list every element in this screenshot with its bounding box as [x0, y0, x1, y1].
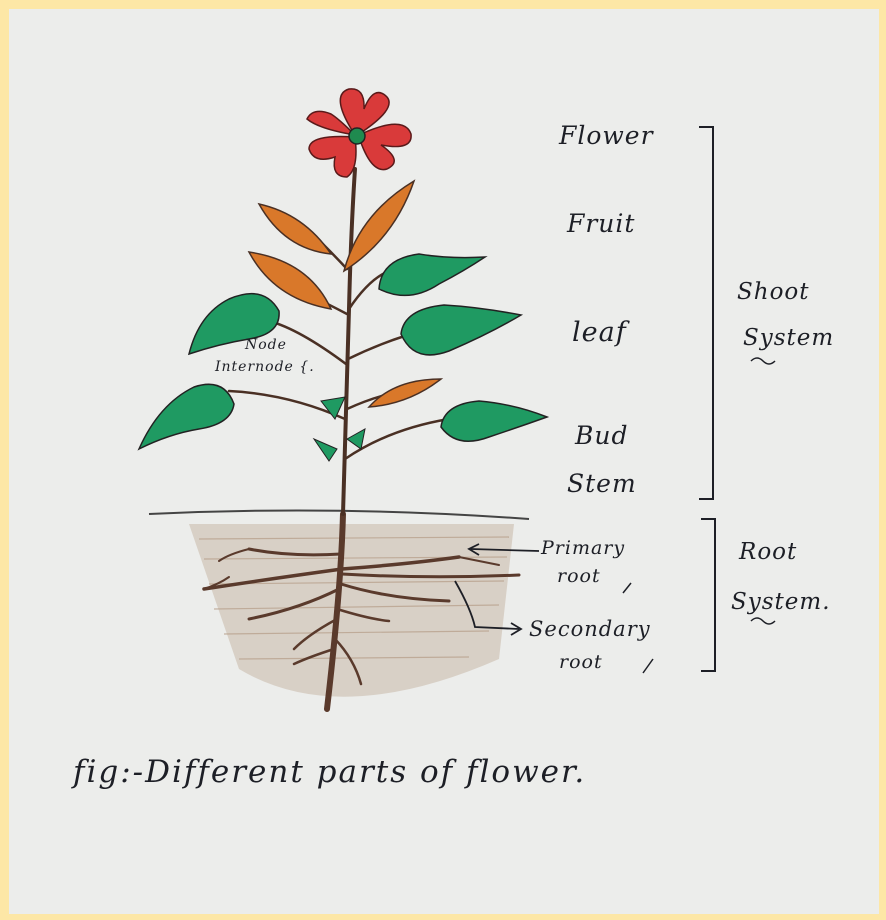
label-secondary-root-line1: Secondary — [529, 617, 651, 641]
green-leaf-4 — [139, 384, 234, 449]
label-stem: Stem — [567, 469, 637, 498]
green-leaf-3 — [401, 305, 521, 355]
label-fruit: Fruit — [567, 209, 635, 238]
label-primary-root-line1: Primary — [541, 537, 625, 559]
label-shoot-system-line1: Shoot — [737, 279, 810, 305]
bud-left — [321, 397, 345, 419]
orange-leaf-1 — [259, 204, 331, 254]
orange-leaf-4 — [369, 379, 441, 407]
label-secondary-root-line2: root — [559, 651, 603, 673]
label-internode: Internode {. — [215, 359, 315, 375]
paper-sheet: Flower Fruit leaf Bud Stem Shoot System … — [9, 9, 879, 914]
label-root-system-line2: System. — [731, 589, 831, 615]
root-bracket — [701, 519, 715, 671]
label-flower: Flower — [559, 121, 654, 150]
green-leaf-5 — [441, 401, 547, 441]
label-leaf: leaf — [572, 317, 627, 348]
figure-caption: fig:-Different parts of flower. — [73, 754, 586, 790]
label-primary-root-line2: root — [557, 565, 601, 587]
bud-right — [347, 429, 365, 449]
bud-lower-left — [314, 439, 337, 461]
label-node: Node — [245, 337, 287, 353]
label-bud: Bud — [575, 421, 628, 450]
label-root-system-line1: Root — [739, 539, 797, 565]
label-shoot-system-line2: System — [743, 325, 834, 351]
shoot-bracket — [699, 127, 713, 499]
flower — [307, 89, 411, 177]
green-leaf-1 — [379, 254, 485, 295]
